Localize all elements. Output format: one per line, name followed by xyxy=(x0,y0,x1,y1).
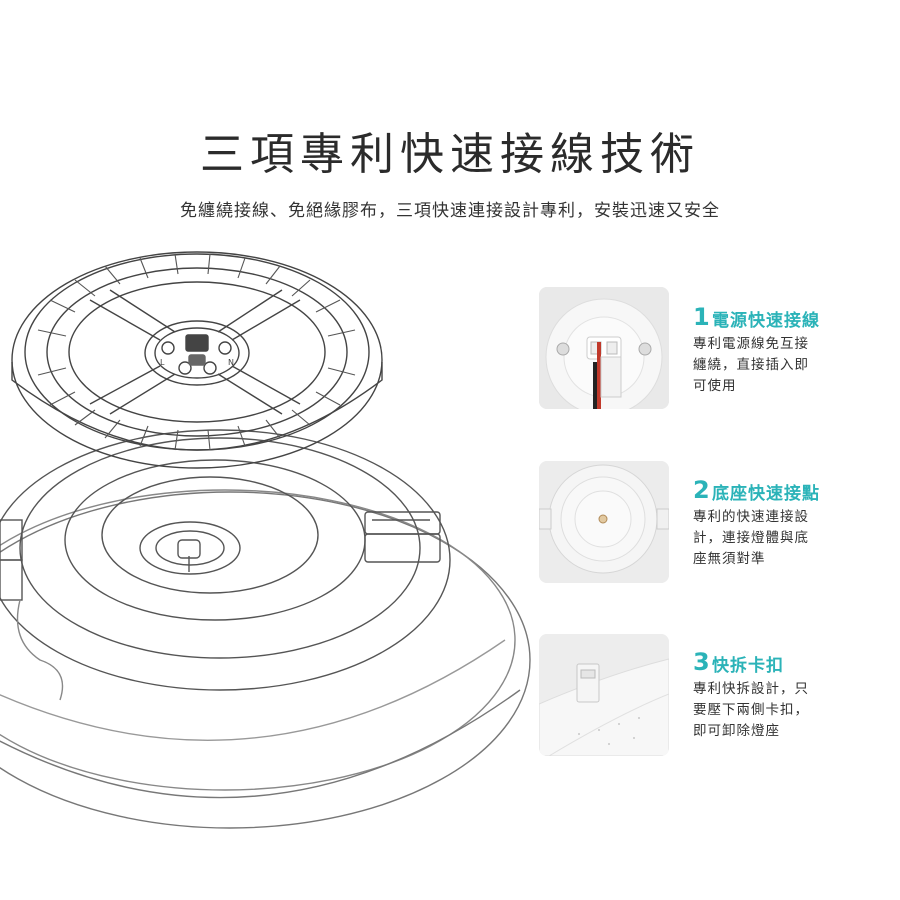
feature-3-desc-line: 專利快拆設計，只 xyxy=(693,681,809,697)
power-terminal-photo-icon xyxy=(539,287,669,409)
feature-3-desc-line: 即可卸除燈座 xyxy=(693,723,780,739)
feature-1-desc-line: 可使用 xyxy=(693,378,737,394)
feature-2-desc-line: 座無須對準 xyxy=(693,551,766,567)
feature-3-description: 專利快拆設計，只 要壓下兩側卡扣， 即可卸除燈座 xyxy=(693,679,843,742)
feature-3-number: 3 xyxy=(693,648,710,676)
feature-3-photo xyxy=(539,634,669,756)
feature-1-number: 1 xyxy=(693,303,710,331)
feature-1-desc-line: 專利電源線免互接 xyxy=(693,336,809,352)
feature-2-desc-line: 專利的快速連接設 xyxy=(693,509,809,525)
feature-1-photo xyxy=(539,287,669,409)
feature-2-title: 底座快速接點 xyxy=(712,484,820,504)
feature-1-title: 電源快速接線 xyxy=(712,311,820,331)
quick-release-clip-photo-icon xyxy=(539,634,669,756)
feature-2-desc-line: 計，連接燈體與底 xyxy=(693,530,809,546)
feature-2-description: 專利的快速連接設 計，連接燈體與底 座無須對準 xyxy=(693,507,843,570)
feature-3-desc-line: 要壓下兩側卡扣， xyxy=(693,702,809,718)
page-title: 三項專利快速接線技術 xyxy=(200,129,700,180)
terminal-label-l: L xyxy=(160,358,165,367)
base-contact-photo-icon xyxy=(539,461,669,583)
feature-1-description: 專利電源線免互接 纏繞，直接插入即 可使用 xyxy=(693,334,843,397)
feature-1-desc-line: 纏繞，直接插入即 xyxy=(693,357,809,373)
terminal-label-n: N xyxy=(228,358,234,367)
feature-2-number: 2 xyxy=(693,476,710,504)
page-subtitle: 免纏繞接線、免絕緣膠布，三項快速連接設計專利，安裝迅速又安全 xyxy=(180,201,720,221)
feature-2-photo xyxy=(539,461,669,583)
ceiling-light-exploded-icon: L N xyxy=(0,251,531,829)
feature-3-title: 快拆卡扣 xyxy=(712,656,784,676)
